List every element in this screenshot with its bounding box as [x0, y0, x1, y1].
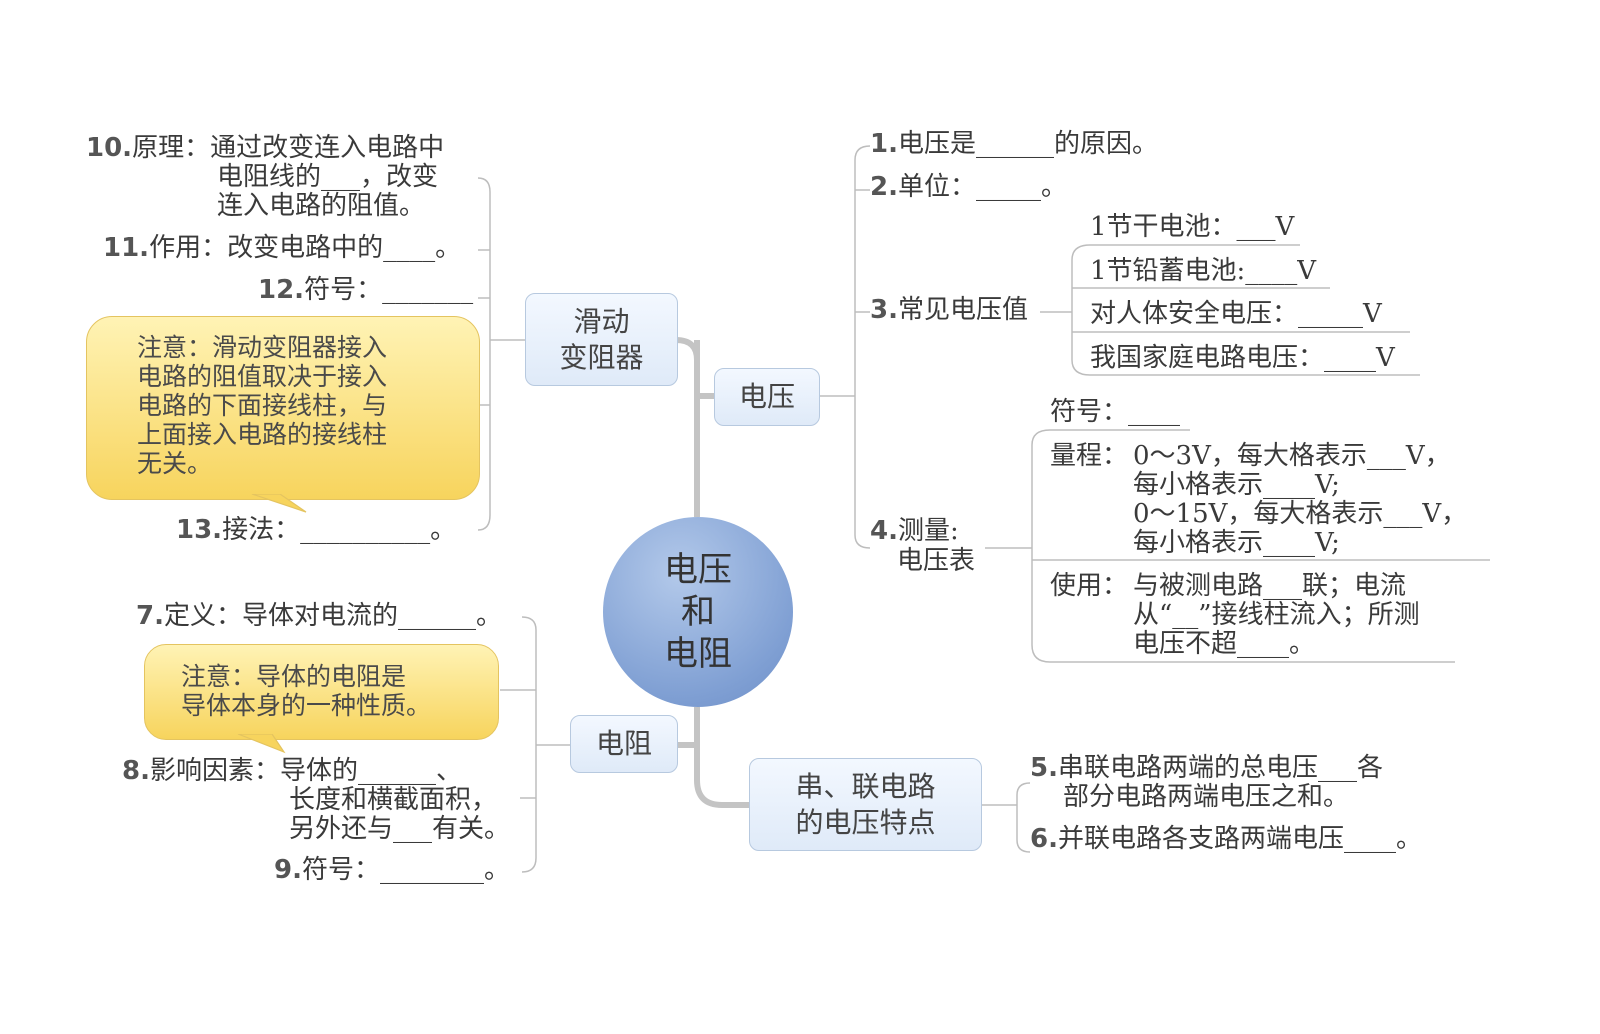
item-number: 3. — [870, 295, 898, 325]
item-number: 5. — [1030, 753, 1058, 783]
central-topic-line: 和 — [681, 592, 715, 632]
item-number: 10. — [86, 133, 133, 163]
central-topic-line: 电阻 — [664, 634, 732, 674]
common-value-dry-cell: 1节干电池：___V — [1090, 212, 1295, 242]
item-text: 单位：_____。 — [897, 172, 1067, 202]
resistance-item-8-line: 另外还与___有关。 — [289, 814, 511, 844]
meter-range-line: 每小格表示____V; — [1133, 528, 1340, 558]
item-text: 原理：通过改变连入电路中 — [132, 133, 445, 163]
item-text: 电压是______的原因。 — [897, 129, 1158, 159]
rheostat-item-10-line: 电阻线的___，改变 — [217, 162, 439, 192]
meter-range-line: 0～3V，每大格表示___V， — [1133, 441, 1451, 471]
branch-rheostat-line: 滑动 — [573, 304, 630, 338]
central-topic-line: 电压 — [664, 550, 732, 590]
resistance-item-9: 9.符号：________。 — [274, 856, 510, 885]
branch-voltage-label: 电压 — [738, 380, 795, 413]
voltage-item-4: 4.测量: — [870, 517, 959, 546]
branch-series-parallel-line: 串、联电路 — [795, 769, 936, 803]
branch-rheostat-line: 变阻器 — [559, 340, 644, 374]
parallel-item-6: 6.并联电路各支路两端电压____。 — [1030, 825, 1422, 854]
voltage-item-1: 1.电压是______的原因。 — [870, 130, 1158, 159]
item-text: 并联电路各支路两端电压____。 — [1057, 824, 1422, 854]
item-text: 符号：_______ — [304, 275, 474, 305]
common-value-household-voltage: 我国家庭电路电压：____V — [1090, 343, 1395, 373]
item-number: 8. — [122, 756, 150, 786]
rheostat-item-10: 10.原理：通过改变连入电路中 — [86, 134, 444, 163]
note-line: 无关。 — [137, 449, 213, 478]
series-item-5-line-2: 部分电路两端电压之和。 — [1063, 782, 1350, 812]
common-value-lead-battery: 1节铅蓄电池:____V — [1090, 256, 1317, 286]
item-number: 1. — [870, 129, 898, 159]
item-number: 2. — [870, 172, 898, 202]
meter-range-line: 0～15V，每大格表示___V， — [1133, 499, 1468, 529]
item-number: 11. — [103, 233, 150, 263]
item-text: 串联电路两端的总电压___各 — [1057, 753, 1383, 783]
item-text: 符号：________。 — [301, 855, 510, 885]
item-text: 影响因素：导体的______、 — [149, 756, 462, 786]
note-line: 导体本身的一种性质。 — [181, 691, 432, 720]
series-item-5: 5.串联电路两端的总电压___各 — [1030, 754, 1383, 783]
rheostat-item-10-line: 连入电路的阻值。 — [217, 191, 426, 221]
meter-range-label: 量程： — [1050, 441, 1129, 471]
meter-usage-line: 从“__”接线柱流入；所测 — [1133, 600, 1420, 630]
meter-usage-line: 与被测电路___联；电流 — [1133, 571, 1407, 601]
common-value-safe-voltage: 对人体安全电压：_____V — [1090, 299, 1382, 329]
branch-rheostat: 滑动 变阻器 — [525, 293, 678, 386]
rheostat-item-13: 13.接法：__________。 — [176, 516, 456, 545]
item-number: 13. — [176, 515, 223, 545]
item-number: 7. — [136, 601, 164, 631]
note-line: 电路的下面接线柱，与 — [137, 391, 388, 420]
meter-symbol: 符号：____ — [1050, 397, 1181, 427]
branch-resistance-label: 电阻 — [595, 727, 652, 760]
item-number: 4. — [870, 516, 898, 546]
note-line: 注意：滑动变阻器接入 — [137, 333, 388, 362]
voltage-item-2: 2.单位：_____。 — [870, 173, 1067, 202]
meter-usage-line: 电压不超____。 — [1133, 629, 1316, 659]
item-number: 12. — [258, 275, 305, 305]
resistance-item-8: 8.影响因素：导体的______、 — [122, 757, 462, 786]
item-number: 6. — [1030, 824, 1058, 854]
meter-usage-label: 使用： — [1050, 571, 1129, 601]
note-line: 注意：导体的电阻是 — [181, 662, 407, 691]
rheostat-item-11: 11.作用：改变电路中的____。 — [103, 234, 461, 263]
voltage-item-3: 3.常见电压值 — [870, 296, 1028, 325]
item-text: 接法：__________。 — [222, 515, 457, 545]
item-text: 定义：导体对电流的______。 — [163, 601, 502, 631]
branch-series-parallel: 串、联电路 的电压特点 — [749, 758, 982, 851]
note-line: 电路的阻值取决于接入 — [137, 362, 388, 391]
resistance-item-8-line: 长度和横截面积， — [289, 785, 498, 815]
note-line: 上面接入电路的接线柱 — [137, 420, 388, 449]
central-topic: 电压 和 电阻 — [603, 517, 793, 707]
branch-resistance: 电阻 — [570, 715, 678, 773]
item-text: 常见电压值 — [897, 295, 1028, 325]
resistance-item-7: 7.定义：导体对电流的______。 — [136, 602, 502, 631]
rheostat-note-callout: 注意：滑动变阻器接入 电路的阻值取决于接入 电路的下面接线柱，与 上面接入电路的… — [86, 316, 480, 500]
item-text: 作用：改变电路中的____。 — [149, 233, 462, 263]
meter-range-line: 每小格表示____V; — [1133, 470, 1340, 500]
branch-voltage: 电压 — [714, 368, 820, 426]
rheostat-item-12: 12.符号：_______ — [258, 276, 473, 305]
resistance-note-callout: 注意：导体的电阻是 导体本身的一种性质。 — [144, 644, 499, 740]
callout-tail — [251, 494, 307, 513]
callout-tail — [237, 734, 286, 754]
item-number: 9. — [274, 855, 302, 885]
branch-series-parallel-line: 的电压特点 — [795, 805, 936, 839]
item-text: 测量: — [897, 516, 959, 546]
voltage-item-4-line-2: 电压表 — [897, 546, 976, 576]
